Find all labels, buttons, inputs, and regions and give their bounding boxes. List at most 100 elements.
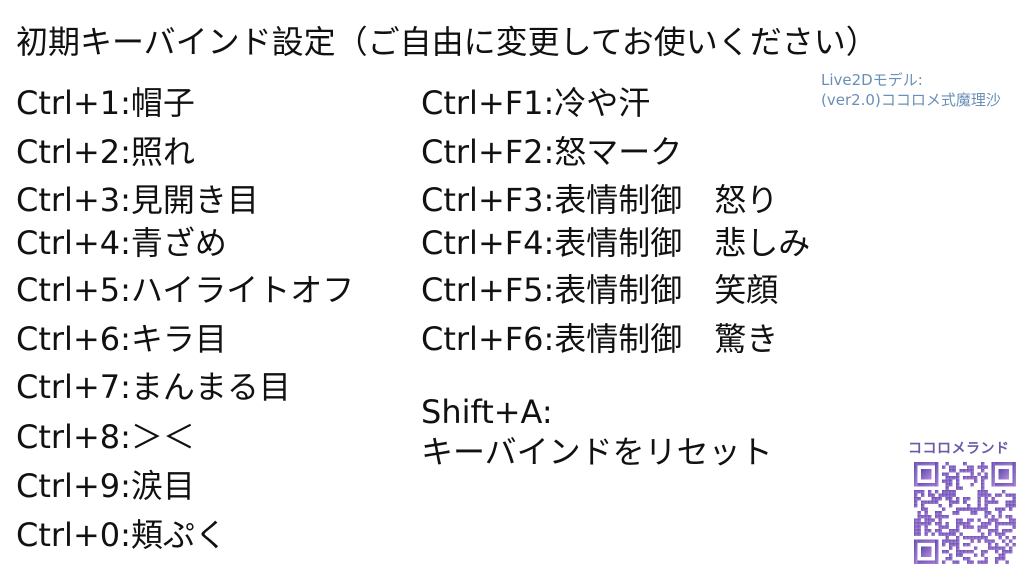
keybind-ctrl-f4: Ctrl+F4:表情制御 悲しみ <box>421 224 811 262</box>
qr-module <box>1012 497 1016 501</box>
qr-module <box>966 504 971 508</box>
qr-module <box>1008 500 1013 505</box>
qr-module <box>938 518 943 522</box>
qr-module <box>917 511 922 515</box>
qr-module <box>984 493 988 498</box>
qr-module <box>984 472 988 477</box>
qr-module <box>1012 525 1016 529</box>
shift-key-label: Shift+A: <box>421 393 553 431</box>
qr-module <box>1008 493 1013 498</box>
qr-module <box>994 542 999 547</box>
qr-module <box>935 500 939 505</box>
qr-module <box>973 507 978 512</box>
qr-module <box>921 500 925 505</box>
model-info-line1: Live2Dモデル: <box>821 71 923 89</box>
qr-module <box>984 500 988 505</box>
qr-module <box>924 507 929 512</box>
qr-module <box>980 490 985 494</box>
qr-module <box>970 511 974 515</box>
qr-module <box>984 497 988 501</box>
qr-module <box>917 518 922 522</box>
qr-module <box>942 490 946 494</box>
qr-module <box>984 511 988 515</box>
qr-module <box>966 469 971 473</box>
qr-module <box>921 507 925 512</box>
qr-module <box>1012 535 1016 540</box>
qr-module <box>991 539 995 543</box>
qr-module <box>935 497 939 501</box>
qr-module <box>945 549 950 554</box>
qr-module <box>963 542 967 547</box>
qr-module <box>917 525 922 529</box>
qr-module <box>1008 504 1013 508</box>
qr-module <box>945 479 950 484</box>
qr-module <box>956 535 960 540</box>
qr-module <box>942 465 946 470</box>
qr-module <box>928 528 932 533</box>
qr-module <box>942 549 946 554</box>
brand-label: ココロメランド <box>908 441 1010 457</box>
qr-module <box>1008 539 1013 543</box>
qr-module <box>945 514 950 519</box>
qr-module <box>942 525 946 529</box>
qr-module <box>938 521 943 526</box>
keybind-ctrl-2: Ctrl+2:照れ <box>16 133 195 171</box>
qr-module <box>994 528 999 533</box>
qr-module <box>928 500 932 505</box>
qr-module <box>1012 518 1016 522</box>
qr-module <box>991 546 995 550</box>
qr-module <box>970 507 974 512</box>
qr-module <box>917 521 922 526</box>
qr-module <box>991 500 995 505</box>
qr-module <box>956 549 960 554</box>
qr-module <box>984 514 988 519</box>
qr-module <box>966 535 971 540</box>
qr-module <box>994 549 999 554</box>
qr-module <box>914 560 939 564</box>
qr-module <box>914 518 918 522</box>
qr-module <box>959 549 964 554</box>
qr-module <box>1012 493 1016 498</box>
qr-module <box>1005 560 1009 564</box>
qr-module <box>970 535 974 540</box>
qr-module <box>949 546 953 550</box>
qr-module <box>914 497 918 501</box>
qr-module <box>991 518 995 522</box>
qr-module <box>977 507 981 512</box>
qr-module <box>956 476 960 480</box>
qr-module <box>980 525 985 529</box>
qr-module <box>1008 507 1013 512</box>
qr-module <box>977 497 981 501</box>
qr-module <box>914 490 918 494</box>
qr-module <box>970 549 974 554</box>
keybind-ctrl-f3: Ctrl+F3:表情制御 怒り <box>421 181 779 219</box>
qr-module <box>998 469 1009 480</box>
qr-module <box>994 525 999 529</box>
qr-module <box>1001 546 1006 550</box>
qr-module <box>973 476 978 480</box>
qr-module <box>956 500 960 505</box>
qr-module <box>994 532 999 536</box>
qr-module <box>924 511 929 515</box>
qr-module <box>970 539 974 543</box>
qr-module <box>994 493 999 498</box>
qr-module <box>984 560 988 564</box>
qr-module <box>945 493 950 498</box>
qr-module <box>949 553 953 557</box>
qr-module <box>942 507 946 512</box>
qr-module <box>998 521 1002 526</box>
qr-module <box>1005 493 1009 498</box>
qr-module <box>949 465 953 470</box>
qr-module <box>991 483 1016 487</box>
qr-module <box>963 507 967 512</box>
qr-module <box>963 525 967 529</box>
qr-module <box>931 500 936 505</box>
qr-module <box>994 500 999 505</box>
qr-module <box>921 469 932 480</box>
qr-module <box>924 521 929 526</box>
qr-module <box>998 511 1002 515</box>
qr-module <box>952 528 957 533</box>
qr-module <box>984 465 988 470</box>
qr-module <box>952 500 957 505</box>
qr-module <box>998 546 1002 550</box>
